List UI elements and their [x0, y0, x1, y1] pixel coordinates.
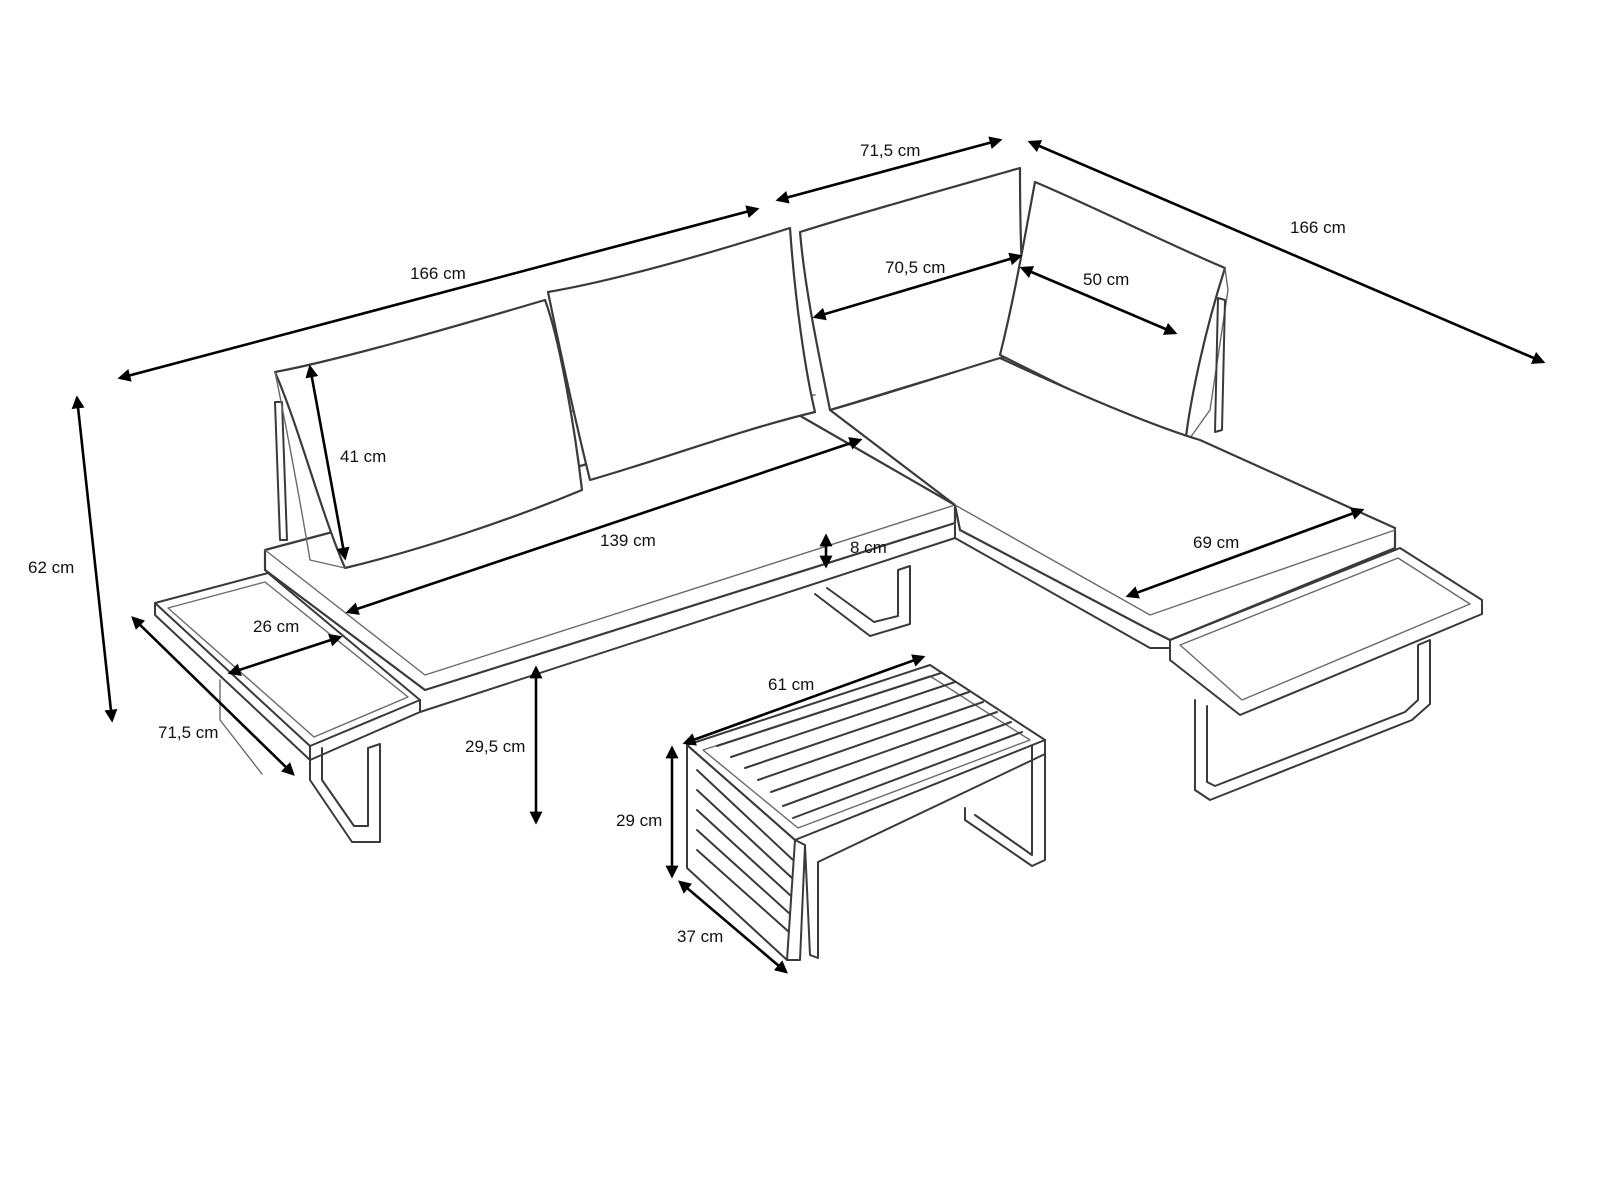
coffee-table-frame [786, 739, 1046, 961]
left-leg [309, 743, 381, 843]
label-seat-thickness: 8 cm [850, 538, 887, 557]
label-table-length: 61 cm [768, 675, 814, 694]
right-side-table [1169, 547, 1483, 716]
arrow-sofa-depth [131, 616, 295, 776]
arrow-cushion-height [305, 364, 350, 561]
label-chaise-depth: 71,5 cm [860, 141, 920, 160]
label-seat-height: 29,5 cm [465, 737, 525, 756]
label-side-table-width: 26 cm [253, 617, 299, 636]
arrow-back-cushion-width [812, 252, 1023, 321]
label-table-depth: 37 cm [677, 927, 723, 946]
arrow-sofa-length [117, 205, 760, 382]
label-chaise-seat-width: 69 cm [1193, 533, 1239, 552]
arrow-side-table-width [227, 634, 343, 676]
dimension-arrows [71, 136, 1546, 974]
arrow-table-depth [678, 880, 788, 974]
back-frame-left [274, 401, 288, 541]
right-leg-front [1194, 639, 1431, 801]
label-sofa-depth: 71,5 cm [158, 723, 218, 742]
corner-sofa-drawing [154, 166, 1483, 961]
label-cushion-height: 41 cm [340, 447, 386, 466]
main-seat-frame [154, 524, 956, 761]
label-seat-length: 139 cm [600, 531, 656, 550]
label-total-height: 62 cm [28, 558, 74, 577]
arrow-chaise-length [1027, 140, 1546, 364]
arrow-seat-length [345, 437, 863, 615]
coffee-table-top [686, 664, 1046, 841]
label-back-cushion-width: 70,5 cm [885, 258, 945, 277]
label-sofa-length: 166 cm [410, 264, 466, 283]
center-leg [814, 565, 911, 637]
arrow-table-length [682, 654, 926, 746]
chaise-frame [954, 537, 1171, 649]
arrow-total-height [71, 395, 118, 723]
coffee-table-leg-outer [804, 753, 1046, 959]
arrow-side-cushion-width [1019, 266, 1178, 335]
dimension-labels: 166 cm 71,5 cm 166 cm 70,5 cm 50 cm 41 c… [28, 141, 1346, 946]
label-chaise-length: 166 cm [1290, 218, 1346, 237]
label-side-cushion-width: 50 cm [1083, 270, 1129, 289]
arrow-chaise-depth [775, 136, 1003, 204]
label-table-height: 29 cm [616, 811, 662, 830]
arrow-chaise-seat-width [1125, 507, 1365, 599]
